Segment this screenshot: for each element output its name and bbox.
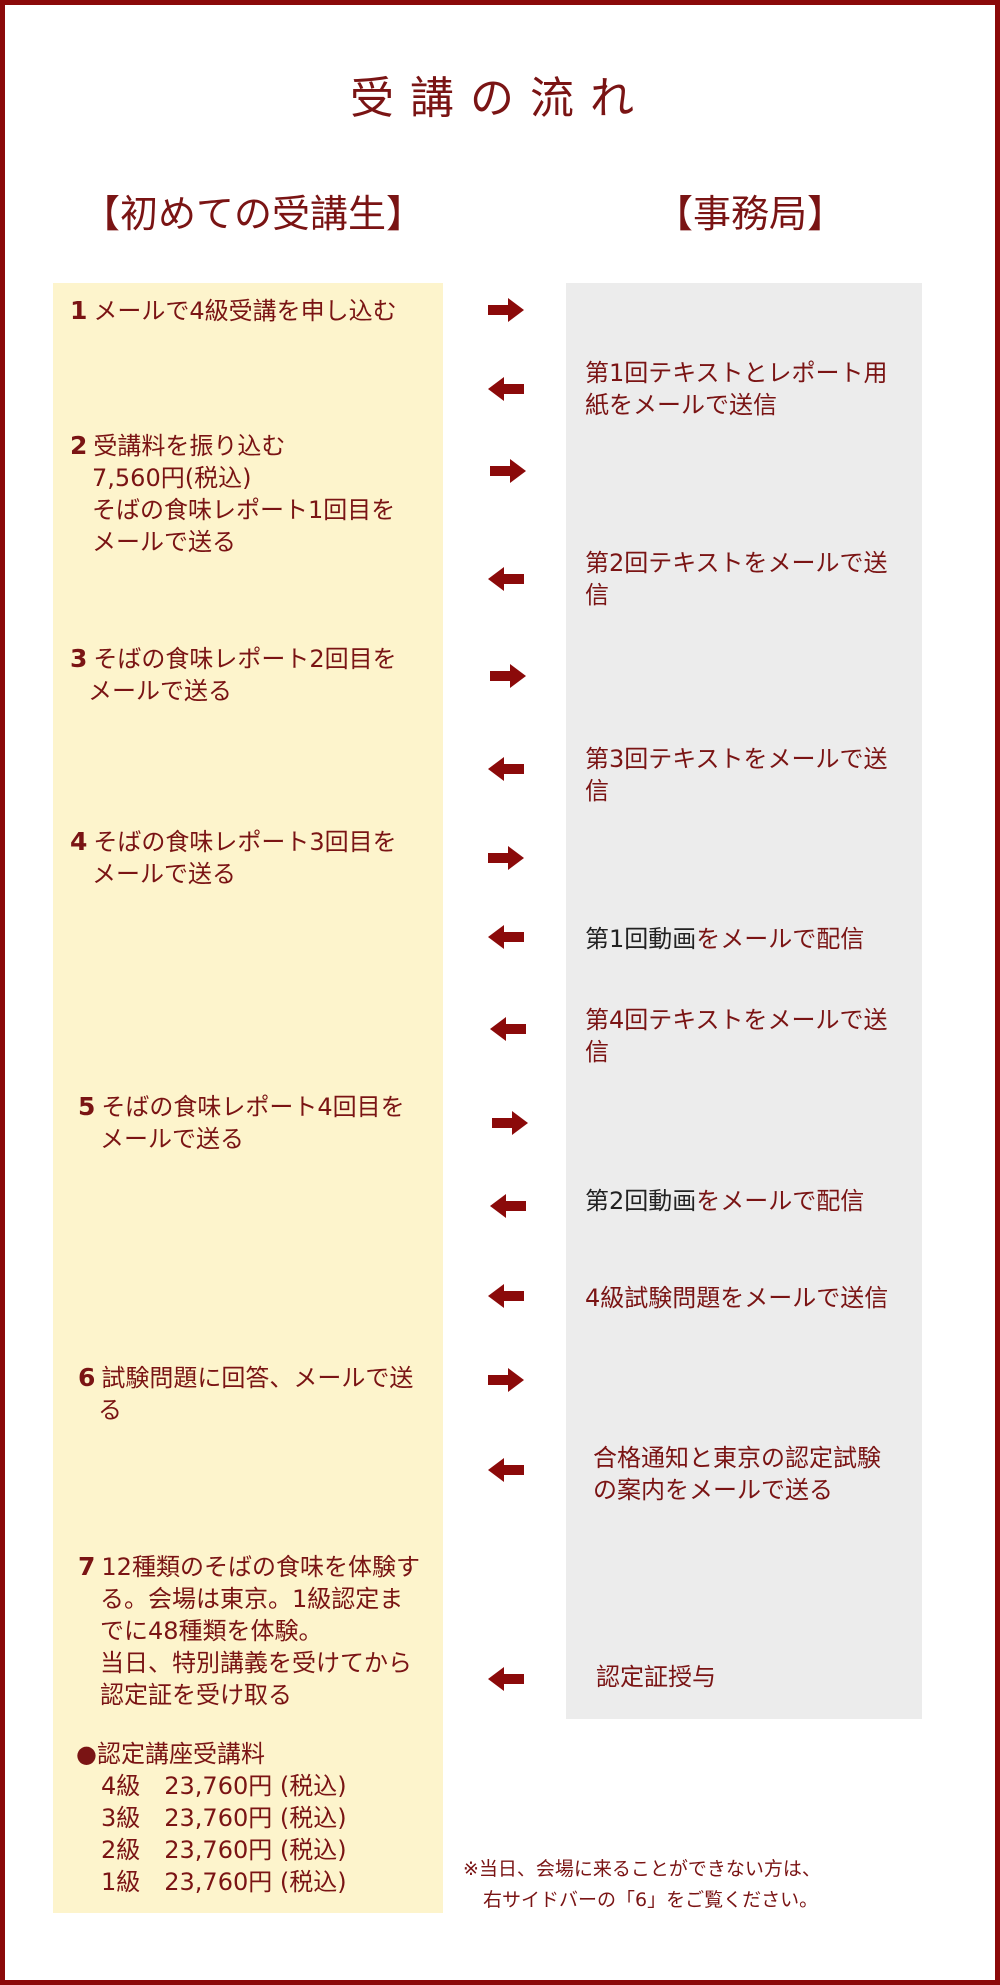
step-line: メールで送る (100, 1125, 244, 1153)
step-line: 試験問題に回答、メールで送 (101, 1364, 414, 1392)
arrow-right-icon (490, 1110, 530, 1136)
arrow-left-icon (488, 1193, 528, 1219)
step-line: 当日、特別講義を受けてから (100, 1649, 412, 1677)
step-line: メールで送る (92, 860, 236, 888)
office-line: 認定証授与 (596, 1663, 716, 1691)
fee-item: 1級 23,760円 (税込) (101, 1868, 347, 1896)
fee-list: ●認定講座受講料 4級 23,760円 (税込) 3級 23,760円 (税込)… (76, 1738, 347, 1898)
arrow-right-icon (488, 458, 528, 484)
office-line: 信 (585, 1038, 609, 1066)
step-line: メールで送る (88, 677, 232, 705)
office-item: 第2回テキストをメールで送 信 (585, 547, 888, 611)
office-item: 第1回テキストとレポート用 紙をメールで送信 (585, 357, 888, 421)
arrow-left-icon (486, 1666, 526, 1692)
office-line: の案内をメールで送る (593, 1476, 833, 1504)
office-line: をメールで配信 (696, 925, 865, 953)
step-line: 認定証を受け取る (100, 1681, 292, 1709)
office-line: 合格通知と東京の認定試験 (593, 1444, 881, 1472)
office-item: 第4回テキストをメールで送 信 (585, 1004, 888, 1068)
office-item: 認定証授与 (596, 1661, 716, 1693)
office-line: をメールで配信 (696, 1187, 865, 1215)
office-line: 信 (585, 777, 609, 805)
office-panel (566, 283, 922, 1719)
arrow-right-icon (486, 1367, 526, 1393)
office-item: 4級試験問題をメールで送信 (585, 1282, 888, 1314)
step-number: 4 (70, 827, 88, 856)
step-line: 12種類のそばの食味を体験す (101, 1553, 420, 1581)
step-line: でに48種類を体験。 (100, 1617, 323, 1645)
office-line: 信 (585, 581, 609, 609)
arrow-right-icon (486, 845, 526, 871)
arrow-left-icon (486, 1457, 526, 1483)
step-number: 7 (78, 1552, 96, 1581)
fee-title: ●認定講座受講料 (76, 1740, 265, 1768)
fee-item: 3級 23,760円 (税込) (101, 1804, 347, 1832)
step-number: 5 (78, 1092, 96, 1121)
footnote: ※当日、会場に来ることができない方は、 右サイドバーの「6」をご覧ください。 (463, 1854, 821, 1916)
arrow-left-icon (488, 1016, 528, 1042)
office-line: 第3回テキストをメールで送 (585, 745, 888, 773)
office-line: 第2回テキストをメールで送 (585, 549, 888, 577)
office-item: 第2回動画をメールで配信 (585, 1185, 864, 1217)
office-line: 4級試験問題をメールで送信 (585, 1284, 889, 1312)
office-line-prefix: 第1回動画 (585, 925, 697, 953)
step-line: そばの食味レポート1回目を (92, 496, 396, 524)
step-line: る。会場は東京。1級認定ま (100, 1585, 404, 1613)
step-number: 6 (78, 1363, 96, 1392)
arrow-left-icon (486, 376, 526, 402)
arrow-left-icon (486, 1283, 526, 1309)
step-number: 1 (70, 296, 88, 325)
office-item: 第3回テキストをメールで送 信 (585, 743, 888, 807)
step-line: そばの食味レポート4回目を (101, 1093, 405, 1121)
step-line: る (98, 1396, 122, 1424)
step-line: そばの食味レポート3回目を (93, 828, 397, 856)
office-line: 第4回テキストをメールで送 (585, 1006, 888, 1034)
office-line: 第1回テキストとレポート用 (585, 359, 888, 387)
step-number: 2 (70, 431, 88, 460)
arrow-right-icon (486, 297, 526, 323)
office-item: 第1回動画をメールで配信 (585, 923, 864, 955)
heading-office: 【事務局】 (655, 192, 846, 236)
step-line: 受講料を振り込む (93, 432, 286, 460)
step-line: メールで送る (92, 528, 236, 556)
step-line: 7,560円(税込) (92, 464, 252, 492)
arrow-left-icon (486, 924, 526, 950)
office-line: 紙をメールで送信 (585, 391, 777, 419)
office-line-prefix: 第2回動画 (585, 1187, 697, 1215)
heading-student: 【初めての受講生】 (82, 192, 425, 236)
arrow-right-icon (488, 663, 528, 689)
step-line: そばの食味レポート2回目を (93, 645, 397, 673)
arrow-left-icon (486, 566, 526, 592)
office-item: 合格通知と東京の認定試験 の案内をメールで送る (593, 1442, 881, 1506)
arrow-left-icon (486, 756, 526, 782)
step-number: 3 (70, 644, 88, 673)
fee-item: 2級 23,760円 (税込) (101, 1836, 347, 1864)
student-panel (53, 283, 443, 1913)
page-title: 受講の流れ (350, 73, 650, 124)
fee-item: 4級 23,760円 (税込) (101, 1772, 347, 1800)
footnote-line: 右サイドバーの「6」をご覧ください。 (483, 1889, 819, 1911)
footnote-line: ※当日、会場に来ることができない方は、 (463, 1858, 821, 1880)
step-line: メールで4級受講を申し込む (93, 297, 397, 325)
